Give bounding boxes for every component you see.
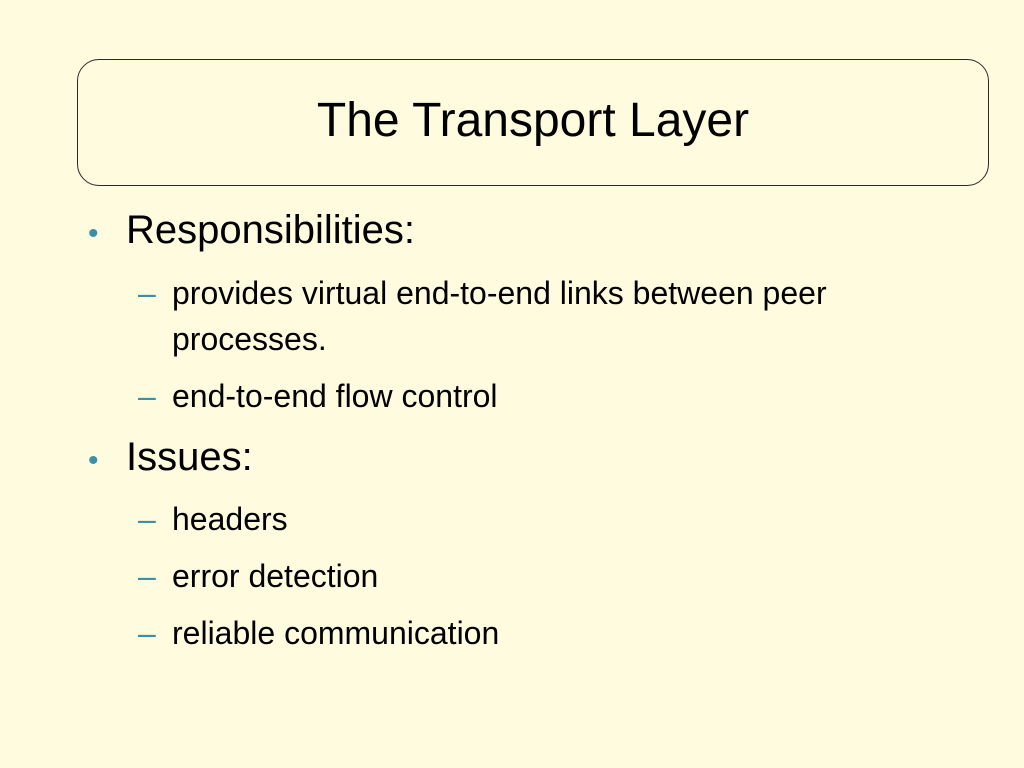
bullet-dot-icon: • xyxy=(88,444,99,477)
bullet-text: Responsibilities: xyxy=(126,208,416,252)
sub-bullet-text: error detection xyxy=(172,558,379,594)
sub-bullet-text: end-to-end flow control xyxy=(172,378,498,414)
sub-bullet-text: headers xyxy=(172,501,288,537)
sub-bullet-text: provides virtual end-to-end links betwee… xyxy=(172,275,827,357)
dash-icon: – xyxy=(138,558,156,594)
dash-icon: – xyxy=(138,501,156,537)
dash-icon: – xyxy=(138,378,156,414)
title-box: The Transport Layer xyxy=(77,59,989,186)
sub-bullet-error-detection: – error detection xyxy=(138,553,932,599)
sub-bullet-text: reliable communication xyxy=(172,615,500,651)
sub-bullet-virtual-links: – provides virtual end-to-end links betw… xyxy=(138,270,932,362)
dash-icon: – xyxy=(138,615,156,651)
dash-icon: – xyxy=(138,275,156,311)
sub-bullet-reliable-communication: – reliable communication xyxy=(138,610,932,656)
bullet-dot-icon: • xyxy=(88,217,99,250)
sub-bullet-flow-control: – end-to-end flow control xyxy=(138,373,932,419)
bullet-text: Issues: xyxy=(126,435,253,479)
slide-title: The Transport Layer xyxy=(316,93,750,147)
sub-bullet-headers: – headers xyxy=(138,496,932,542)
bullet-issues: • Issues: xyxy=(88,435,253,480)
bullet-responsibilities: • Responsibilities: xyxy=(88,208,415,253)
